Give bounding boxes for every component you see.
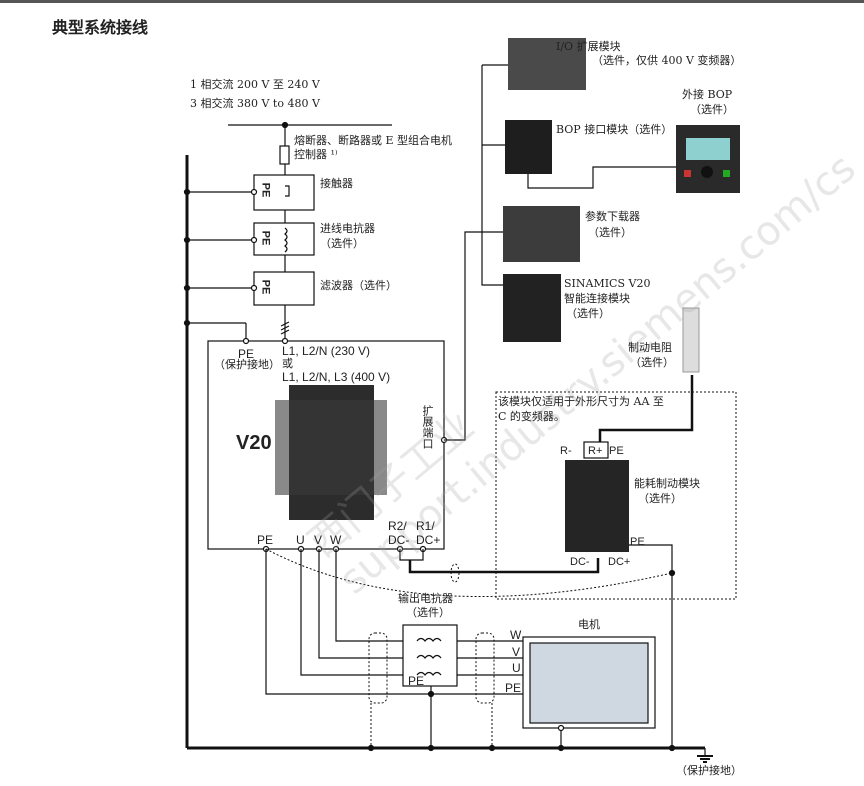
motor-v: V	[512, 645, 521, 659]
inverter-dc-minus: DC-	[388, 533, 410, 547]
inverter-name: V20	[236, 432, 272, 454]
brake-module-option: （选件）	[638, 492, 682, 505]
bop-interface-label: BOP 接口模块（选件）	[556, 123, 673, 136]
brake-resistor-option: （选件）	[630, 356, 674, 369]
smart-module-option: （选件）	[566, 307, 610, 320]
inverter-r2: R2/	[388, 519, 407, 533]
output-reactor-option: （选件）	[406, 606, 450, 619]
brake-dc-plus: DC+	[608, 556, 631, 568]
io-module-label: I/O 扩展模块	[556, 40, 621, 53]
top-border	[0, 0, 864, 3]
expansion-port-label: 扩展端口	[421, 405, 434, 449]
param-loader-image	[503, 206, 580, 262]
output-reactor-box	[402, 624, 458, 687]
pe-label-contactor: PE	[259, 182, 272, 198]
param-loader-label: 参数下载器	[585, 210, 640, 223]
inverter-out-u: U	[296, 533, 305, 547]
bop-interface-image	[505, 120, 552, 174]
motor-u: U	[512, 661, 521, 675]
brake-pe-top: PE	[609, 445, 624, 457]
smart-module-image	[503, 274, 561, 342]
brake-resistor-label: 制动电阻	[628, 341, 672, 354]
brake-pe-bottom: PE	[630, 536, 645, 548]
inverter-box	[207, 340, 445, 550]
line-reactor-option: （选件）	[320, 237, 364, 250]
motor-w: W	[510, 628, 522, 642]
pe-label-reactor: PE	[259, 230, 272, 246]
output-reactor-pe: PE	[408, 674, 425, 688]
filter-label: 滤波器（选件）	[320, 279, 397, 292]
brake-note-box	[495, 391, 737, 600]
external-bop-label: 外接 BOP	[682, 88, 733, 101]
contactor-label: 接触器	[320, 177, 353, 190]
motor-pe: PE	[505, 681, 522, 695]
fuse-symbol	[279, 145, 290, 165]
brake-r-plus: R+	[588, 445, 603, 457]
inverter-pe-in: PE	[238, 347, 255, 361]
supply-1ph: 1 相交流 200 V 至 240 V	[190, 78, 320, 91]
brake-module-image	[565, 460, 629, 552]
supply-3ph: 3 相交流 380 V to 480 V	[190, 97, 320, 110]
motor-label: 电机	[578, 618, 600, 631]
pe-label-filter: PE	[259, 279, 272, 295]
contactor-box	[253, 174, 315, 211]
param-loader-option: （选件）	[588, 226, 632, 239]
brake-note-line1: 该模块仅适用于外形尺寸为 AA 至	[498, 395, 664, 408]
brake-note-line2: C 的变频器。	[498, 410, 565, 423]
brake-resistor-image	[682, 307, 700, 373]
inverter-out-w: W	[330, 533, 342, 547]
io-module-image	[508, 38, 586, 90]
io-module-note: （选件，仅供 400 V 变频器）	[592, 54, 742, 67]
line-reactor-label: 进线电抗器	[320, 222, 375, 235]
external-bop-option: （选件）	[690, 103, 734, 116]
fuse-label: 熔断器、断路器或 E 型组合电机	[294, 134, 453, 147]
smart-module-label: SINAMICS V20	[564, 277, 651, 290]
ground-label: （保护接地）	[676, 764, 742, 777]
brake-r-minus: R-	[560, 445, 572, 457]
fuse-label-2: 控制器 ¹⁾	[294, 148, 338, 161]
inverter-dc-plus: DC+	[416, 533, 441, 547]
inverter-r1: R1/	[416, 519, 435, 533]
brake-dc-minus: DC-	[570, 556, 590, 568]
output-reactor-label: 输出电抗器	[398, 592, 453, 605]
inverter-or: 或	[282, 357, 293, 370]
inverter-out-pe: PE	[257, 533, 274, 547]
inverter-input-230: L1, L2/N (230 V)	[282, 344, 371, 358]
smart-module-label-2: 智能连接模块	[564, 292, 630, 305]
page-title: 典型系统接线	[52, 18, 149, 37]
inverter-input-400: L1, L2/N, L3 (400 V)	[282, 370, 391, 384]
brake-module-label: 能耗制动模块	[634, 477, 700, 490]
inverter-pe-note: （保护接地）	[214, 358, 280, 371]
inverter-out-v: V	[314, 533, 323, 547]
